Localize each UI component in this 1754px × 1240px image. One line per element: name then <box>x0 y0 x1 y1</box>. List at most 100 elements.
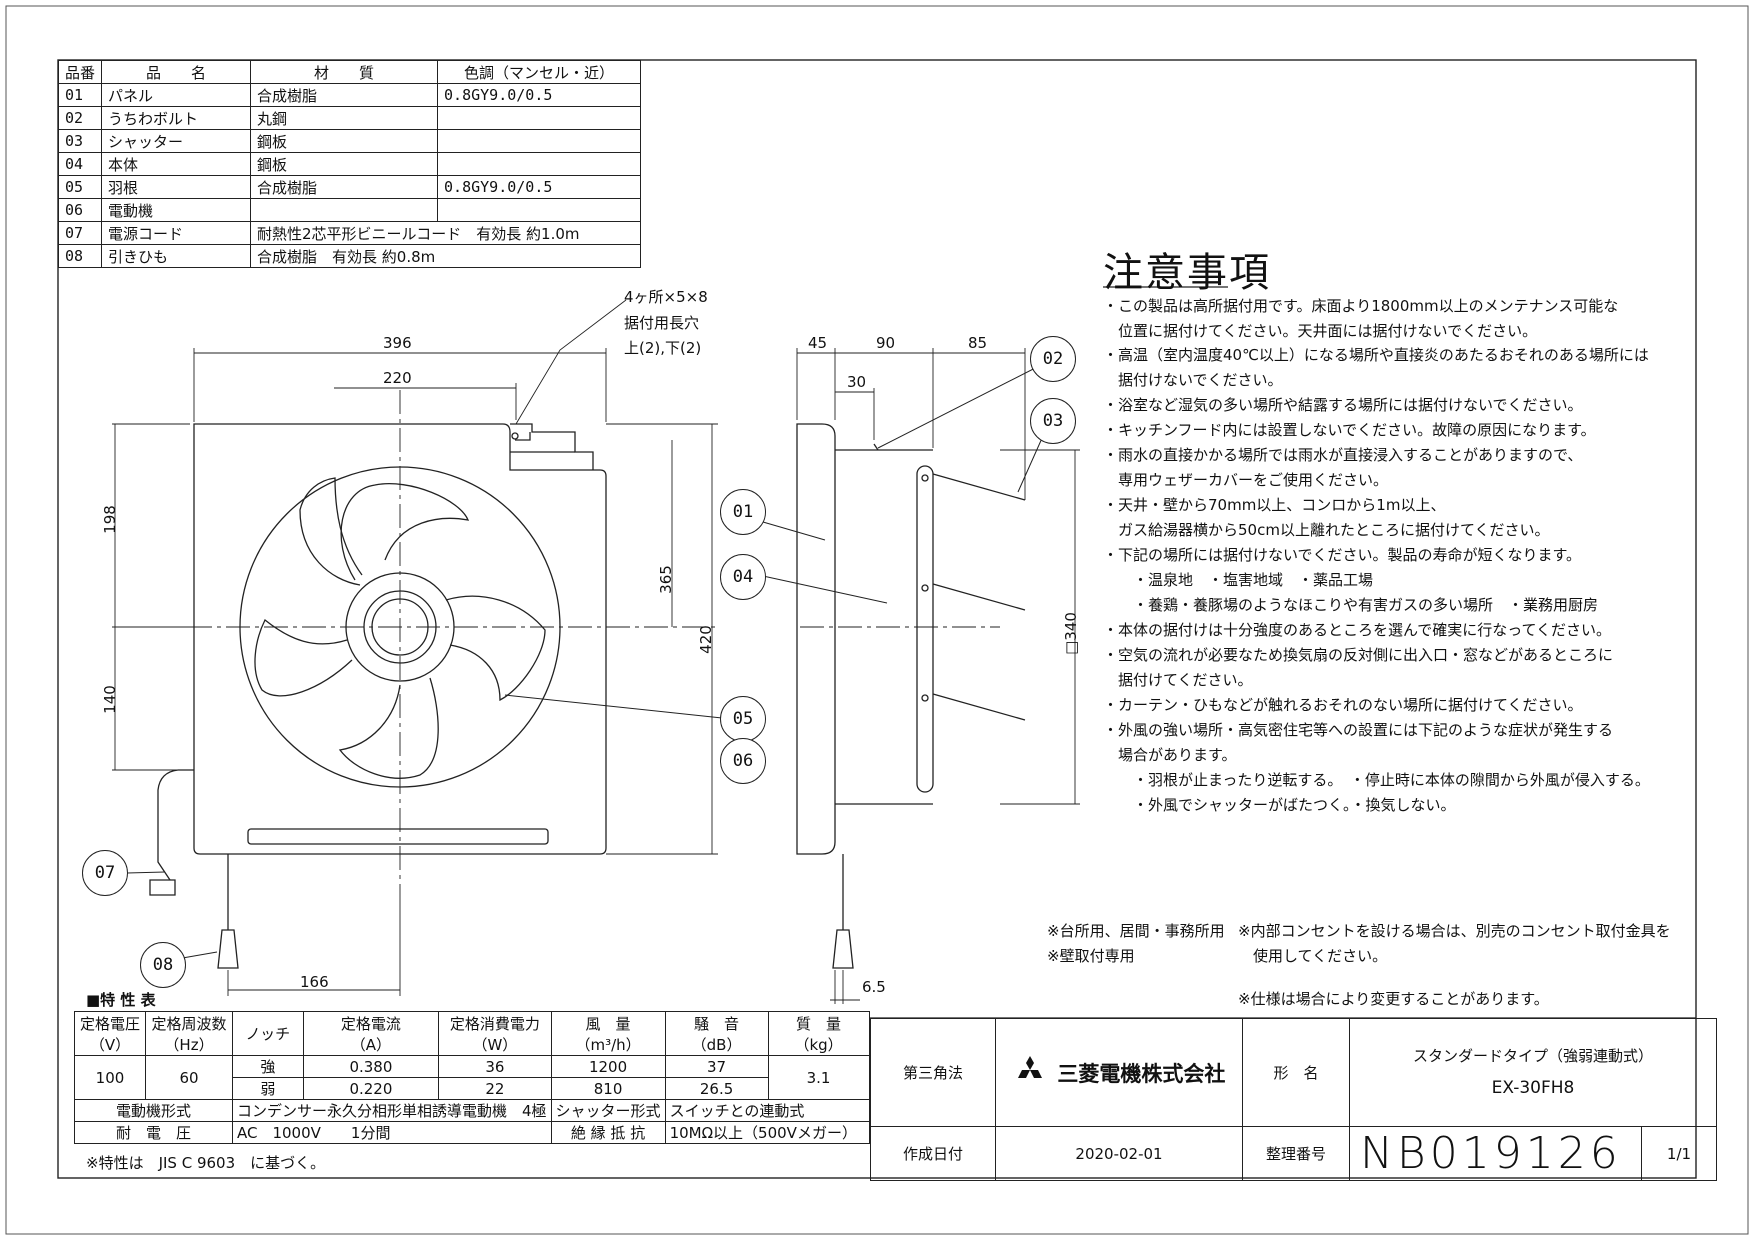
header-part-name: 品 名 <box>101 60 252 84</box>
callout-03: 03 <box>1030 398 1076 444</box>
part-material: 合成樹脂 有効長 約0.8m <box>250 244 642 268</box>
projection-label: 第三角法 <box>870 1018 996 1127</box>
date-value: 2020-02-01 <box>995 1126 1243 1181</box>
callout-02: 02 <box>1030 336 1076 382</box>
header-material: 材 質 <box>250 60 439 84</box>
dim-220: 220 <box>383 369 412 387</box>
product-type: スタンダードタイプ（強弱連動式） <box>1412 1046 1653 1065</box>
callout-01: 01 <box>720 489 766 535</box>
usage-note-right-2: 使用してください。 <box>1238 947 1388 965</box>
note-line: 場合があります。 <box>1103 746 1237 764</box>
part-name: うちわボルト <box>101 106 252 130</box>
part-material: 合成樹脂 <box>250 83 439 107</box>
note-line: ・この製品は高所据付用です。床面より1800mm以上のメンテナンス可能な <box>1103 297 1619 315</box>
part-no: 01 <box>57 83 103 107</box>
dim-90: 90 <box>876 334 896 352</box>
part-name: パネル <box>101 83 252 107</box>
note-line: 据付けないでください。 <box>1103 371 1283 389</box>
part-material <box>250 198 439 222</box>
spec-noise: 26.5 <box>664 1077 769 1100</box>
dim-45: 45 <box>808 334 828 352</box>
spec-noise: 37 <box>664 1055 769 1078</box>
notes-title: 注意事項 <box>1103 250 1271 296</box>
spec-header: 定格電圧 （V） <box>74 1011 146 1056</box>
part-no: 07 <box>57 221 103 245</box>
part-no: 06 <box>57 198 103 222</box>
dim-420: 420 <box>696 625 715 654</box>
spec-airflow: 1200 <box>550 1055 666 1078</box>
spec-current: 0.220 <box>302 1077 440 1100</box>
parts-header-row: 品番 品 名 材 質 色調（マンセル・近） <box>57 60 642 84</box>
note-line: ・キッチンフード内には設置しないでください。故障の原因になります。 <box>1103 421 1596 439</box>
note-line: ・雨水の直接かかる場所では雨水が直接浸入することがありますので、 <box>1103 446 1583 464</box>
part-no: 08 <box>57 244 103 268</box>
spec-change-note: ※仕様は場合により変更することがあります。 <box>1238 990 1549 1008</box>
callout-07: 07 <box>82 850 128 896</box>
note-line: 据付けてください。 <box>1103 671 1253 689</box>
doc-no-label: 整理番号 <box>1242 1126 1350 1181</box>
side-dimensions <box>796 348 1080 1004</box>
spec-notch: 強 <box>232 1055 304 1078</box>
part-material: 耐熱性2芯平形ビニールコード 有効長 約1.0m <box>250 221 642 245</box>
callout-05: 05 <box>720 696 766 742</box>
part-color <box>437 152 642 176</box>
spec-header: 質 量 （kg） <box>767 1011 870 1056</box>
dim-166: 166 <box>300 973 329 991</box>
model-label: 形 名 <box>1242 1018 1350 1127</box>
note-line: ・高温（室内温度40℃以上）になる場所や直接炎のあたるおそれのある場所には <box>1103 346 1649 364</box>
motor-label: 電動機形式 <box>74 1099 233 1122</box>
withstand-label: 耐 電 圧 <box>74 1121 233 1144</box>
insulation-label: 絶 縁 抵 抗 <box>550 1121 666 1144</box>
dim-365: 365 <box>656 565 675 594</box>
hole-note-1: 4ヶ所×5×8 <box>624 288 708 306</box>
part-no: 03 <box>57 129 103 153</box>
leader-lines <box>125 361 1048 961</box>
spec-power: 36 <box>438 1055 552 1078</box>
withstand-value: AC 1000V 1分間 <box>232 1121 552 1144</box>
spec-header: 定格周波数 （Hz） <box>145 1011 233 1056</box>
spec-header-row: 定格電圧 （V） 定格周波数 （Hz） ノッチ 定格電流 （A） 定格消費電力 … <box>74 1011 870 1056</box>
spec-row-motor: 電動機形式 コンデンサー永久分相形単相誘導電動機 4極 シャッター形式 スイッチ… <box>74 1099 870 1122</box>
front-view <box>149 390 720 969</box>
dim-140: 140 <box>100 685 119 714</box>
usage-note-right-1: ※内部コンセントを設ける場合は、別売のコンセント取付金具を <box>1238 922 1671 940</box>
front-dimensions <box>112 299 718 996</box>
note-line: ・天井・壁から70mm以上、コンロから1m以上、 <box>1103 496 1446 514</box>
spec-header: 風 量 （m³/h） <box>550 1011 666 1056</box>
part-material: 鋼板 <box>250 152 439 176</box>
spec-airflow: 810 <box>550 1077 666 1100</box>
spec-voltage: 100 <box>74 1055 146 1100</box>
spec-header: 定格電流 （A） <box>302 1011 440 1056</box>
part-color <box>437 129 642 153</box>
dim-340: □340 <box>1061 612 1080 655</box>
part-color <box>437 106 642 130</box>
note-line: ・下記の場所には据付けないでください。製品の寿命が短くなります。 <box>1103 546 1582 564</box>
spec-mass: 3.1 <box>767 1055 870 1100</box>
shutter-value: スイッチとの連動式 <box>664 1099 870 1122</box>
usage-note-left-1: ※台所用、居間・事務所用 <box>1047 922 1225 940</box>
part-name: 本体 <box>101 152 252 176</box>
part-name: 羽根 <box>101 175 252 199</box>
note-line: ・養鶏・養豚場のようなほこりや有害ガスの多い場所 ・業務用厨房 <box>1103 596 1599 614</box>
part-no: 02 <box>57 106 103 130</box>
note-line: ・外風の強い場所・高気密住宅等への設置には下記のような症状が発生する <box>1103 721 1614 739</box>
note-line: ・浴室など湿気の多い場所や結露する場所には据付けないでください。 <box>1103 396 1583 414</box>
part-color <box>437 198 642 222</box>
hole-note-2: 据付用長穴 <box>624 314 700 332</box>
spec-notch: 弱 <box>232 1077 304 1100</box>
note-line: ・外風でシャッターがばたつく。・換気しない。 <box>1103 796 1456 814</box>
spec-frequency: 60 <box>145 1055 233 1100</box>
callout-06: 06 <box>720 738 766 784</box>
part-no: 04 <box>57 152 103 176</box>
hole-note-3: 上(2),下(2) <box>624 339 702 357</box>
shutter-label: シャッター形式 <box>550 1099 666 1122</box>
spec-header: 定格消費電力 （W） <box>438 1011 552 1056</box>
header-part-no: 品番 <box>57 60 103 84</box>
spec-row-strong: 100 60 強 0.380 36 1200 37 3.1 <box>74 1055 870 1100</box>
